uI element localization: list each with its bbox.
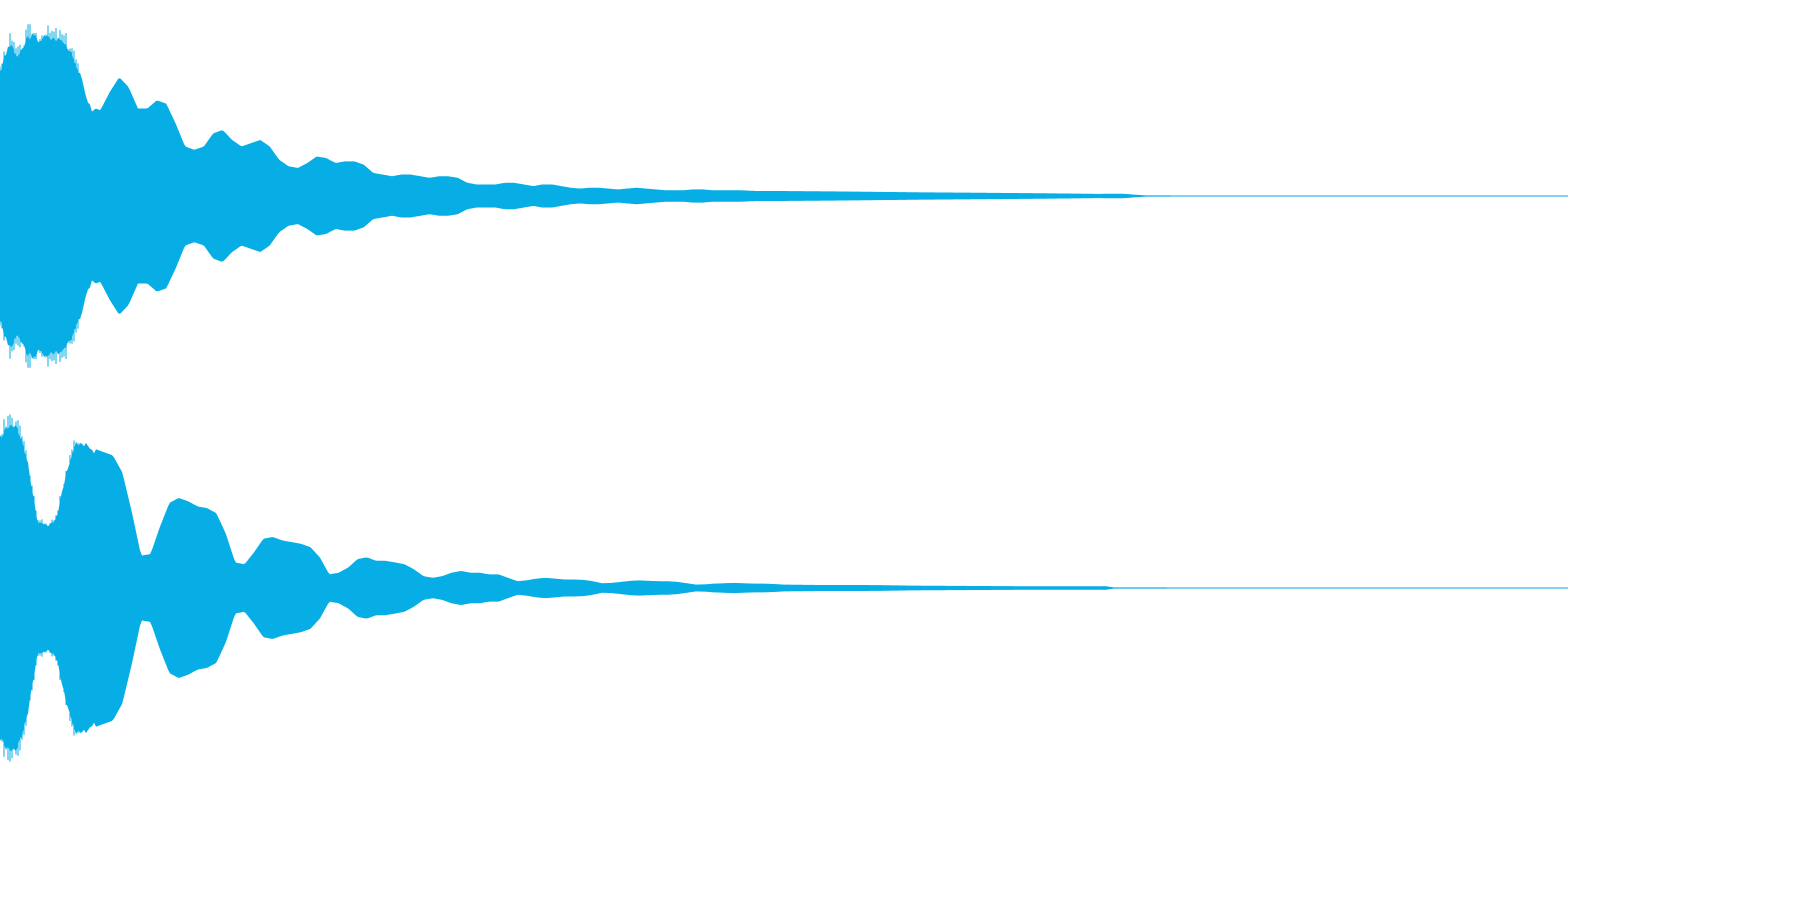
waveform-view <box>0 24 1568 762</box>
waveform-canvas <box>0 24 1568 762</box>
waveform-channel-2 <box>0 414 1568 762</box>
waveform-channel-1 <box>0 24 1568 368</box>
